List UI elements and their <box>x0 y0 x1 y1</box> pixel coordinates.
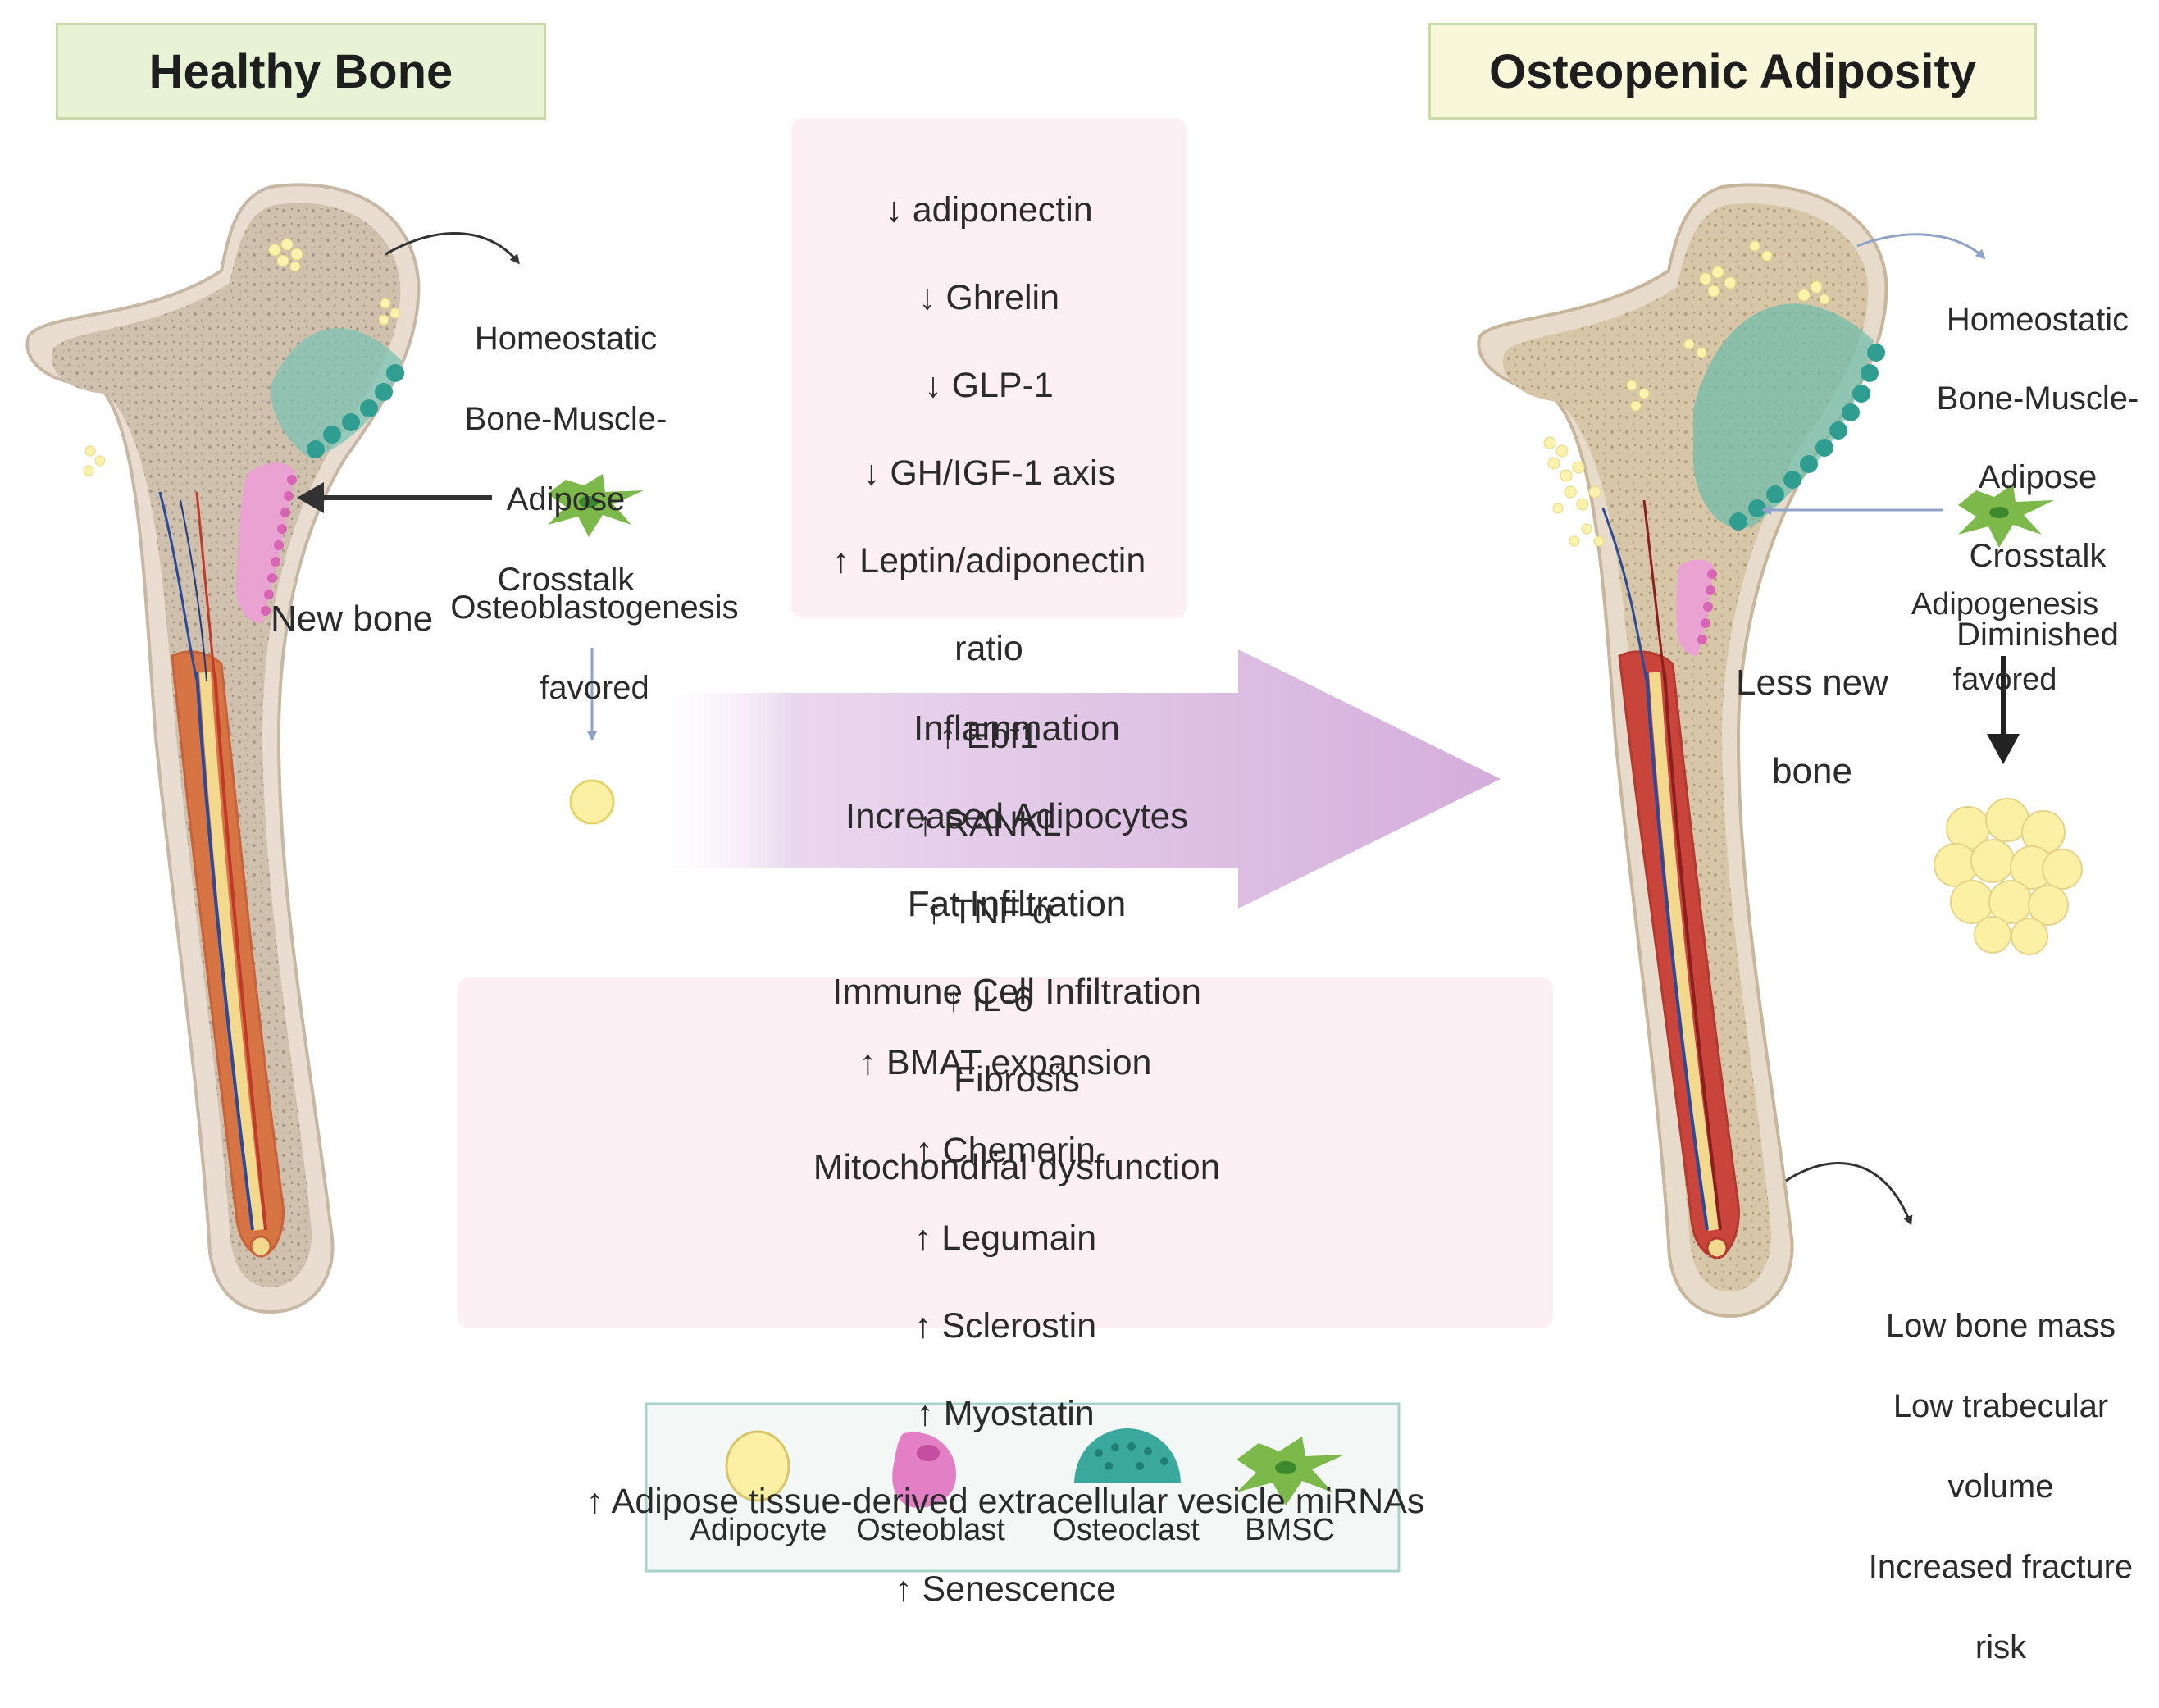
left-crosstalk-line: Homeostatic <box>474 321 658 357</box>
left-bmsc-cell <box>548 474 644 537</box>
right-crosstalk-line: Bone-Muscle- <box>1936 380 2139 417</box>
diagram-canvas <box>25 183 2083 1573</box>
legend-label-osteoblast: Osteoblast <box>856 1513 1005 1547</box>
outcome-line: Low trabecular <box>1893 1388 2109 1424</box>
outcome-line: risk <box>1975 1629 2027 1665</box>
left-black-arrow <box>297 482 492 513</box>
right-adipo-favored-line: Adipogenesis <box>1911 587 2099 622</box>
legend-label-osteoclast: Osteoclast <box>1052 1513 1200 1547</box>
right-crosstalk-line: Homeostatic <box>1946 302 2129 338</box>
right-black-down-arrow <box>1987 656 2020 764</box>
title-healthy-bone: Healthy Bone <box>56 23 546 120</box>
less-new-bone-line: Less new <box>1736 663 1888 703</box>
left-osteo-favored-line: favored <box>540 670 649 706</box>
center-arrow-item: Immune Cell Infiltration <box>832 971 1201 1012</box>
right-crosstalk-arrow <box>1856 233 1986 260</box>
left-crosstalk-line: Bone-Muscle- <box>464 401 667 437</box>
bmsc-icon <box>1237 1437 1345 1505</box>
right-crosstalk-text: Homeostatic Bone-Muscle- Adipose Crossta… <box>1919 261 2157 694</box>
bottom-factor-list: ↑ BMAT expansion ↑ Chemerin ↑ Legumain ↑… <box>458 997 1553 1656</box>
top-factor-item: ↓ GLP-1 <box>924 365 1054 405</box>
center-arrow-list: Inflammation Increased Adipocytes Fat In… <box>738 663 1296 1233</box>
top-factor-item: ratio <box>954 628 1023 668</box>
left-crosstalk-line: Adipose <box>506 481 626 517</box>
bottom-factor-box <box>458 977 1553 1328</box>
top-factor-box <box>791 118 1187 618</box>
less-new-bone-label: Less new bone <box>1722 617 1902 838</box>
right-crosstalk-line: Crosstalk <box>1969 538 2107 574</box>
bottom-factor-item: ↑ Senescence <box>894 1569 1117 1609</box>
top-factor-item: ↓ GH/IGF-1 axis <box>862 453 1116 493</box>
legend-label-bmsc: BMSC <box>1245 1513 1335 1547</box>
adipocyte-icon <box>725 1430 790 1502</box>
right-outcome-arrow <box>1785 1162 1913 1226</box>
right-adipocyte-cluster <box>1934 798 2083 955</box>
center-arrow-item: Increased Adipocytes <box>845 795 1189 836</box>
new-bone-label: New bone <box>271 599 434 639</box>
healthy-femur <box>25 183 421 1314</box>
top-factor-item: ↓ adiponectin <box>885 189 1093 230</box>
outcomes-text: Low bone mass Low trabecular volume Incr… <box>1853 1266 2148 1708</box>
left-osteo-favored-text: Osteoblastogenesis favored <box>426 548 763 749</box>
center-arrow-item: Fibrosis <box>953 1059 1081 1100</box>
osteopenic-femur <box>1477 183 1888 1319</box>
top-factor-item: ↑ RANKL <box>916 804 1062 844</box>
left-osteo-favored-line: Osteoblastogenesis <box>450 590 739 626</box>
osteoclast-icon <box>1074 1428 1181 1483</box>
top-factor-item: ↑ Leptin/adiponectin <box>831 540 1146 581</box>
left-crosstalk-arrow <box>385 232 520 265</box>
bottom-factor-item: ↑ Sclerostin <box>913 1305 1097 1346</box>
bottom-factor-item: ↑ BMAT expansion <box>859 1042 1152 1082</box>
outcome-line: Increased fracture <box>1868 1549 2134 1585</box>
osteoblast-icon <box>892 1432 956 1508</box>
top-factor-item: ↑ Ebf1 <box>939 716 1039 756</box>
bottom-factor-item: ↑ Legumain <box>913 1218 1097 1258</box>
top-factor-item: ↑ IL-6 <box>945 979 1033 1019</box>
bottom-factor-item: ↑ Myostatin <box>916 1393 1095 1433</box>
left-single-adipocyte <box>569 779 615 825</box>
center-arrow-item: Mitochondrial dysfunction <box>813 1146 1221 1187</box>
right-adipo-favored-text: Adipogenesis favored <box>1878 548 2132 736</box>
bottom-factor-item: ↑ Chemerin <box>915 1130 1095 1170</box>
left-crosstalk-line: Crosstalk <box>497 562 635 598</box>
title-healthy-bone-text: Healthy Bone <box>148 44 453 98</box>
top-factor-list: ↓ adiponectin ↓ Ghrelin ↓ GLP-1 ↓ GH/IGF… <box>791 144 1187 1066</box>
outcome-line: volume <box>1947 1469 2054 1505</box>
center-arrow-item: Fat Infiltration <box>907 883 1127 924</box>
right-adipo-favored-line: favored <box>1952 663 2057 697</box>
top-factor-item: ↓ Ghrelin <box>918 277 1060 317</box>
bottom-factor-item: ↑ Adipose tissue-derived extracellular v… <box>585 1481 1425 1521</box>
right-crosstalk-line: Diminished <box>1956 617 2119 653</box>
left-crosstalk-text: Homeostatic Bone-Muscle- Adipose Crossta… <box>435 279 697 640</box>
right-crosstalk-line: Adipose <box>1978 459 2098 495</box>
right-bmsc-cell <box>1958 484 2054 548</box>
center-arrow-item: Inflammation <box>913 708 1120 749</box>
title-osteopenic-adiposity-text: Osteopenic Adiposity <box>1488 44 1977 98</box>
legend-label-adipocyte: Adipocyte <box>690 1513 827 1547</box>
outcome-line: Low bone mass <box>1885 1308 2116 1344</box>
top-factor-item: ↑ TNF-α <box>925 891 1053 931</box>
center-transition-arrow <box>640 649 1501 909</box>
title-osteopenic-adiposity: Osteopenic Adiposity <box>1428 23 2037 120</box>
less-new-bone-line: bone <box>1772 751 1852 791</box>
